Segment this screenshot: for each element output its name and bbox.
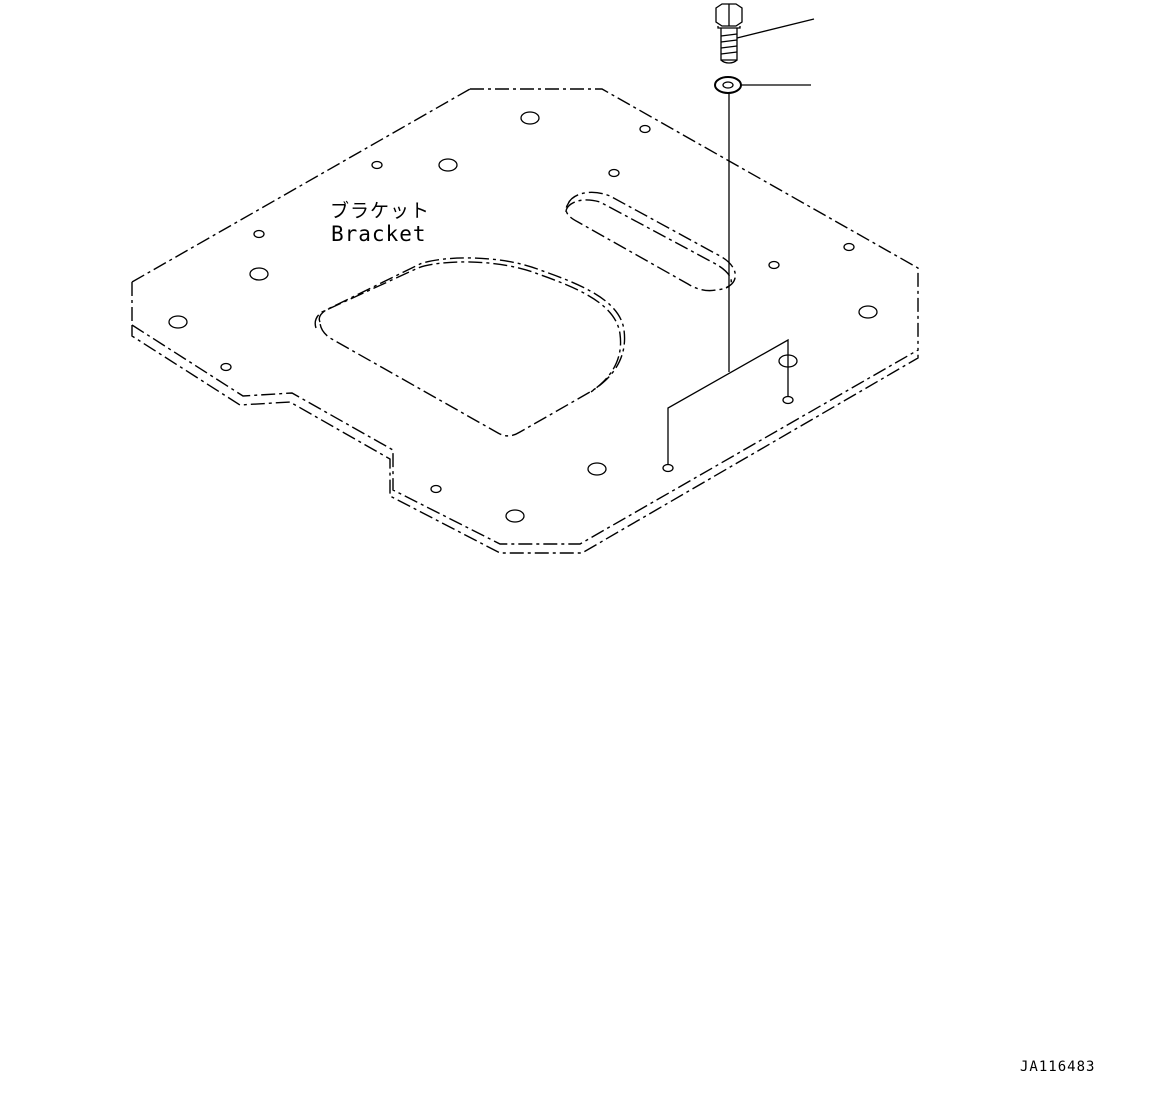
- large-cutout-inner: [314, 261, 622, 395]
- large-cutout: [318, 257, 626, 437]
- slot-cutout: [565, 191, 736, 292]
- hole: [782, 395, 794, 405]
- bracket-plate-top-outline: [131, 88, 919, 545]
- part-label-japanese: ブラケット: [330, 200, 431, 222]
- hole: [253, 229, 265, 239]
- hole: [430, 484, 442, 494]
- hole: [639, 124, 651, 134]
- washer-icon: [714, 76, 742, 94]
- hole: [168, 315, 188, 329]
- hole: [505, 509, 525, 523]
- hole: [608, 168, 620, 178]
- hole: [768, 260, 780, 270]
- hole: [438, 158, 458, 172]
- part-label-english: Bracket: [331, 222, 427, 246]
- bolt-leader-line: [736, 18, 815, 39]
- hole: [858, 305, 878, 319]
- slot-cutout-inner: [565, 199, 732, 289]
- mounting-plane-indicator: [667, 338, 789, 464]
- hole: [249, 267, 269, 281]
- hex-bolt-icon: [715, 3, 743, 64]
- hole: [662, 463, 674, 473]
- hole: [587, 462, 607, 476]
- hole: [371, 160, 383, 170]
- drawing-number: JA116483: [1020, 1059, 1096, 1075]
- hole: [520, 111, 540, 125]
- hole: [843, 242, 855, 252]
- hole: [220, 362, 232, 372]
- mounting-holes: [168, 111, 878, 523]
- bracket-plate-bottom-outline: [131, 325, 919, 554]
